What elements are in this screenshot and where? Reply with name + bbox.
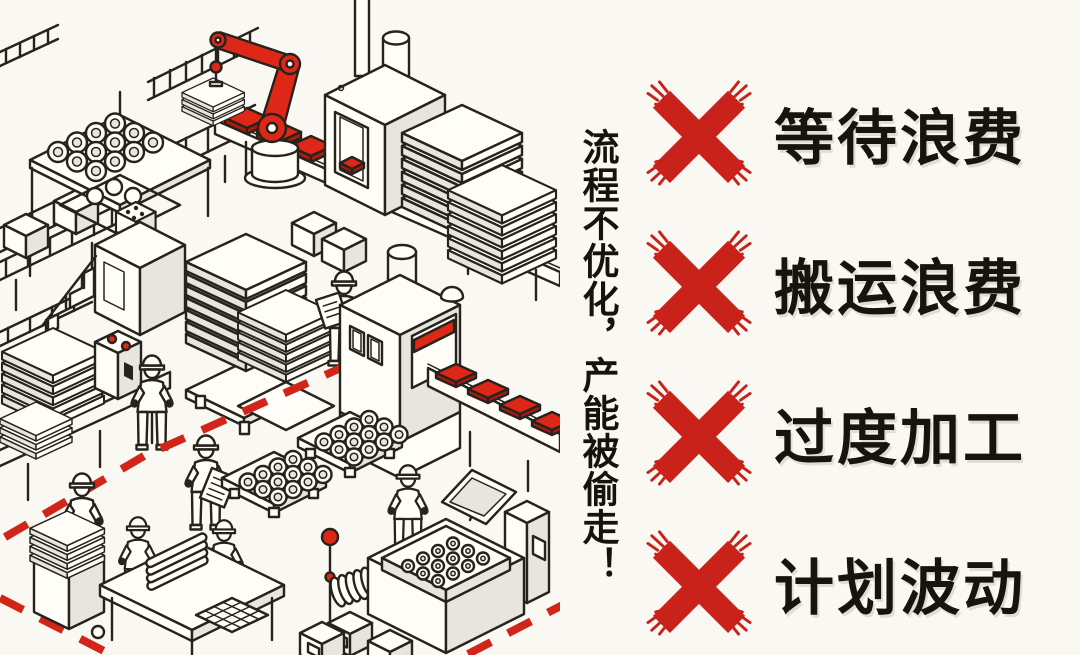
red-x-icon	[646, 377, 752, 489]
waste-item: 等待浪费	[646, 58, 1080, 208]
red-x-icon	[646, 77, 752, 189]
waste-item-label: 搬运浪费	[774, 254, 1026, 322]
red-dashed-route	[0, 342, 392, 655]
headline-vertical-text: 流程不优化，产能被偷走！	[577, 128, 618, 584]
waste-item-label: 计划波动	[774, 554, 1026, 622]
red-slab	[466, 378, 510, 405]
red-x-icon	[646, 227, 752, 339]
pallet-sheet-stacks	[184, 232, 336, 436]
waste-list: 等待浪费 搬运浪费 过度加工 计划波动	[646, 58, 1080, 655]
bin-machine	[366, 464, 551, 655]
red-dashed-route-2	[466, 601, 560, 655]
cans-rack	[28, 90, 212, 263]
assembly-table	[98, 516, 286, 655]
red-slab	[498, 394, 542, 421]
waste-item: 过度加工	[646, 358, 1080, 508]
red-slab	[530, 410, 560, 437]
red-tray	[338, 155, 366, 176]
waste-item: 计划波动	[646, 508, 1080, 655]
waste-item-label: 等待浪费	[774, 104, 1026, 172]
red-x-icon	[646, 527, 752, 639]
worker-sheet-cart	[29, 472, 106, 640]
factory-illustration	[0, 0, 560, 655]
sheet-conveyor	[0, 326, 172, 502]
red-slab	[434, 362, 478, 389]
robot-arm	[181, 31, 307, 190]
machine-with-stairs	[40, 200, 187, 350]
waste-item: 搬运浪费	[646, 208, 1080, 358]
waste-item-label: 过度加工	[774, 404, 1026, 472]
control-panel	[93, 329, 143, 401]
